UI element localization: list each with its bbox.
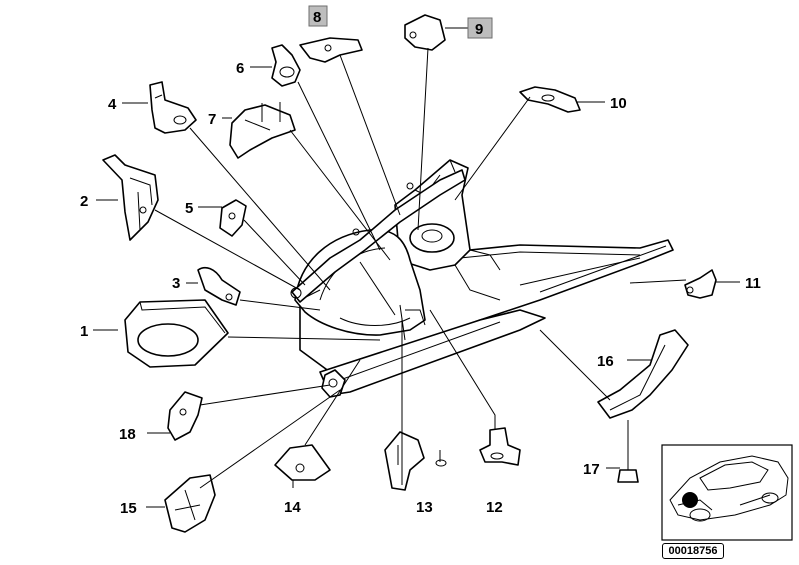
callout-7: 7 [208, 111, 216, 128]
callout-2: 2 [80, 193, 88, 210]
part-1-cover-plate [124, 299, 229, 368]
inset-frame [661, 444, 793, 541]
callout-11: 11 [745, 275, 761, 292]
part-17-grommet [617, 458, 639, 483]
part-15-support [164, 474, 216, 533]
part-9-bracket [404, 14, 446, 51]
callout-1: 1 [80, 323, 88, 340]
callout-16: 16 [597, 353, 614, 370]
part-10-plate [519, 86, 581, 113]
part-2-bracket [102, 154, 159, 241]
callout-14: 14 [284, 499, 301, 516]
part-14-bracket [274, 444, 331, 481]
part-11-bracket [684, 269, 717, 299]
callout-6: 6 [236, 60, 244, 77]
callout-5: 5 [185, 200, 193, 217]
part-6-mount [271, 44, 301, 87]
locator-inset [661, 444, 793, 541]
main-assembly [290, 159, 674, 398]
location-marker-icon [682, 492, 698, 508]
part-8-plate [299, 37, 363, 63]
callout-4: 4 [108, 96, 117, 113]
callout-9: 9 [475, 21, 483, 38]
part-3-bracket [197, 266, 241, 306]
part-13-bracket [384, 431, 447, 491]
callout-18: 18 [119, 426, 136, 443]
part-12-mount [479, 427, 521, 466]
callout-12: 12 [486, 499, 503, 516]
part-16-bracket [597, 329, 689, 419]
leader-lines [93, 27, 740, 508]
callout-8: 8 [313, 9, 321, 26]
part-5-plate [219, 199, 247, 237]
part-7-bracket [229, 102, 296, 159]
reference-number: 00018756 [662, 543, 724, 559]
callout-10: 10 [610, 95, 627, 112]
callout-8-highlight [308, 5, 328, 27]
callout-9-highlight [467, 17, 493, 39]
strut-tower-dome [409, 223, 455, 253]
part-4-bracket [149, 81, 197, 134]
callout-3: 3 [172, 275, 180, 292]
part-18-bracket [167, 391, 203, 441]
apron-flange [291, 169, 466, 303]
callout-15: 15 [120, 500, 137, 517]
callout-13: 13 [416, 499, 433, 516]
wheel-arch [294, 229, 426, 336]
callout-17: 17 [583, 461, 600, 478]
